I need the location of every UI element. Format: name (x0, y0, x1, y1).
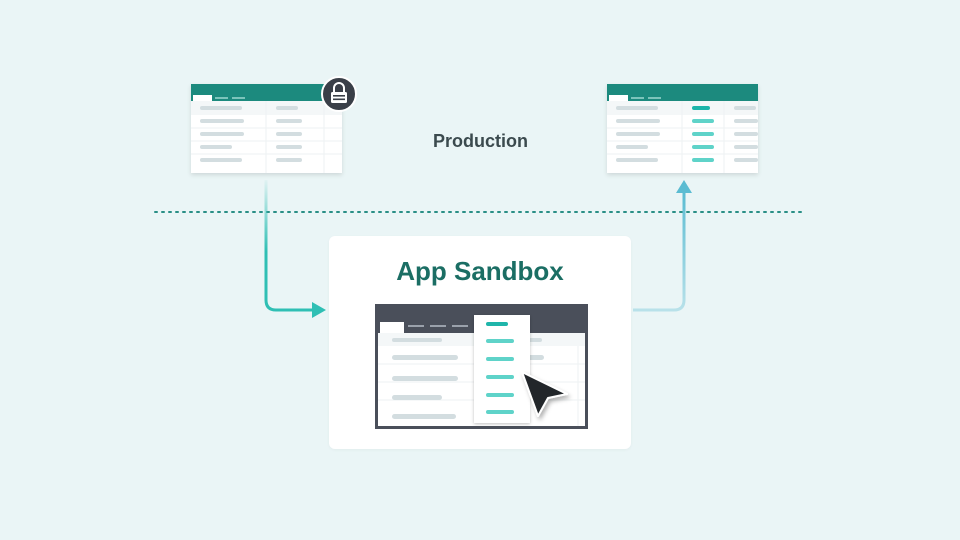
production-label: Production (433, 131, 528, 151)
active-tab (380, 322, 404, 333)
app-sandbox-title: App Sandbox (396, 256, 564, 286)
lock-icon (321, 76, 357, 112)
arrow-to-sandbox (264, 180, 326, 318)
editing-column-dropdown (474, 315, 530, 423)
cursor-pointer-icon (521, 371, 568, 417)
production-table-left (191, 84, 342, 173)
arrow-to-production (633, 180, 692, 312)
production-table-right (607, 84, 758, 173)
active-tab (609, 95, 628, 101)
table-header (607, 84, 758, 101)
active-tab (193, 95, 212, 101)
dropdown-values (486, 322, 514, 414)
table-header (191, 84, 342, 101)
